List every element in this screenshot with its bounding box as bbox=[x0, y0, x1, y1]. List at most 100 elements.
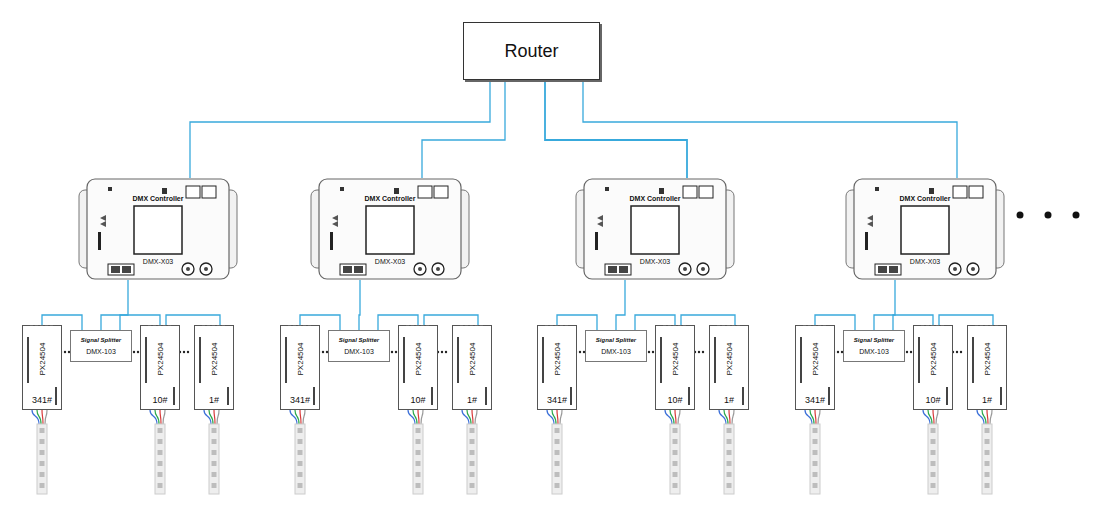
dmx-signal-cable bbox=[424, 315, 478, 325]
led-strip bbox=[413, 424, 423, 494]
led-chip bbox=[158, 461, 163, 466]
led-chip bbox=[470, 461, 475, 466]
device-title: DMX Controller bbox=[845, 195, 1005, 203]
pixel-decoder: PX24504341# bbox=[22, 325, 62, 410]
output-wire bbox=[724, 410, 728, 424]
led-chip bbox=[40, 461, 45, 466]
signal-splitter: Signal SplitterDMX-103 bbox=[843, 330, 905, 362]
output-wire bbox=[560, 410, 562, 424]
led-chip bbox=[416, 439, 421, 444]
ellipsis-dot bbox=[702, 351, 704, 353]
led-chip bbox=[470, 472, 475, 477]
output-wire bbox=[295, 410, 299, 424]
continuation-dot bbox=[1073, 212, 1080, 219]
dmx-signal-cable bbox=[166, 315, 220, 325]
output-wire bbox=[933, 410, 934, 424]
ellipsis-dot bbox=[137, 351, 139, 353]
led-chip bbox=[673, 472, 678, 477]
led-chip bbox=[212, 428, 217, 433]
ellipsis-dot bbox=[837, 351, 839, 353]
output-wire bbox=[300, 410, 301, 424]
pixel-decoder: PX2450410# bbox=[655, 325, 695, 410]
model-label: PX24504 bbox=[811, 343, 820, 376]
output-wire bbox=[467, 410, 471, 424]
led-chip bbox=[727, 439, 732, 444]
led-strip bbox=[209, 424, 219, 494]
ellipsis-dot bbox=[64, 351, 66, 353]
network-cable bbox=[190, 80, 490, 178]
dmx-signal-cable bbox=[616, 280, 625, 330]
led-chip bbox=[298, 428, 303, 433]
led-chip bbox=[470, 483, 475, 488]
output-wire bbox=[413, 410, 417, 424]
dmx-signal-cable bbox=[681, 315, 735, 325]
ellipsis-dot bbox=[395, 351, 397, 353]
output-wire bbox=[408, 410, 415, 424]
device-title: Signal Splitter bbox=[596, 336, 636, 344]
dmx-controller: DMX ControllerDMX-X03 bbox=[575, 178, 735, 280]
router-label: Router bbox=[504, 41, 558, 62]
output-wire bbox=[719, 410, 726, 424]
led-chip bbox=[727, 428, 732, 433]
address-number: 10# bbox=[655, 395, 695, 405]
led-chip bbox=[416, 428, 421, 433]
pixel-decoder: PX24504 10# bbox=[140, 325, 180, 410]
model-label: PX24504 bbox=[156, 343, 165, 376]
output-wire bbox=[818, 410, 820, 424]
led-chip bbox=[813, 483, 818, 488]
led-chip bbox=[158, 483, 163, 488]
dmx-controller: DMX ControllerDMX-X03 bbox=[78, 178, 238, 280]
output-wire bbox=[421, 410, 423, 424]
led-chip bbox=[40, 472, 45, 477]
model-label: DMX-X03 bbox=[310, 258, 470, 266]
output-wire bbox=[805, 410, 812, 424]
led-strip bbox=[552, 424, 562, 494]
ellipsis-dot bbox=[579, 351, 581, 353]
led-strip bbox=[724, 424, 734, 494]
output-wire bbox=[217, 410, 219, 424]
signal-splitter: Signal SplitterDMX-103 bbox=[70, 330, 132, 362]
ellipsis-dot bbox=[652, 351, 654, 353]
output-wire bbox=[977, 410, 984, 424]
model-label: PX24504 bbox=[983, 343, 992, 376]
pixel-decoder: PX245041# bbox=[967, 325, 1007, 410]
led-chip bbox=[212, 483, 217, 488]
ellipsis-dot bbox=[183, 351, 185, 353]
led-chip bbox=[158, 472, 163, 477]
model-label: PX24504 bbox=[210, 343, 219, 376]
dmx-signal-cable bbox=[101, 280, 128, 330]
address-number: 341# bbox=[22, 395, 62, 405]
pixel-decoder: PX24504341# bbox=[280, 325, 320, 410]
led-chip bbox=[931, 428, 936, 433]
output-wire bbox=[678, 410, 680, 424]
pixel-decoder: PX2450410# bbox=[398, 325, 438, 410]
output-wire bbox=[923, 410, 930, 424]
led-chip bbox=[40, 450, 45, 455]
output-wire bbox=[665, 410, 672, 424]
led-chip bbox=[555, 461, 560, 466]
led-chip bbox=[813, 472, 818, 477]
continuation-dot bbox=[1017, 212, 1024, 219]
led-strip bbox=[155, 424, 165, 494]
ellipsis-dot bbox=[648, 351, 650, 353]
dmx-signal-cable bbox=[939, 315, 993, 325]
led-chip bbox=[158, 450, 163, 455]
led-chip bbox=[931, 483, 936, 488]
led-chip bbox=[555, 472, 560, 477]
led-chip bbox=[673, 450, 678, 455]
model-label: PX24504 bbox=[725, 343, 734, 376]
output-wire bbox=[303, 410, 305, 424]
dmx-signal-cable bbox=[359, 280, 360, 330]
led-chip bbox=[673, 428, 678, 433]
led-strip bbox=[670, 424, 680, 494]
model-label: PX24504 bbox=[296, 343, 305, 376]
output-wire bbox=[547, 410, 554, 424]
led-chip bbox=[727, 461, 732, 466]
address-number: 10# bbox=[140, 395, 180, 405]
led-chip bbox=[416, 472, 421, 477]
output-wire bbox=[32, 410, 39, 424]
led-chip bbox=[158, 439, 163, 444]
led-chip bbox=[212, 450, 217, 455]
led-chip bbox=[985, 450, 990, 455]
device-title: DMX Controller bbox=[78, 195, 238, 203]
